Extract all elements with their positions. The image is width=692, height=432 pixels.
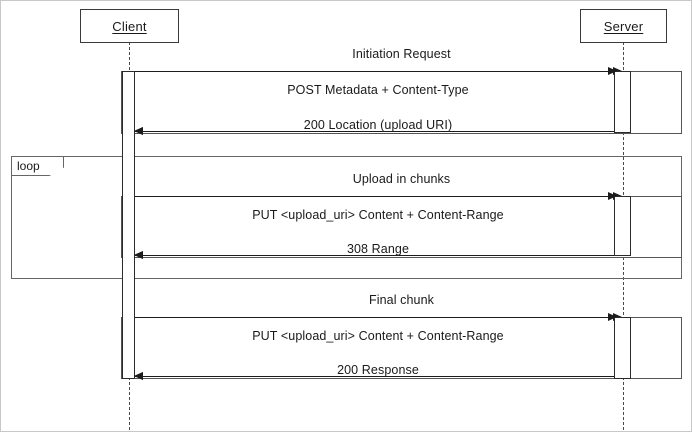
message-line-put-chunk bbox=[134, 196, 622, 197]
participant-box-client[interactable]: Client bbox=[80, 9, 179, 43]
section-caption-initiation: Initiation Request bbox=[352, 47, 451, 61]
arrowhead-overlay-308-range bbox=[134, 251, 143, 259]
fragment-operator-label: loop bbox=[17, 159, 40, 173]
message-label-308-range: 308 Range bbox=[346, 242, 410, 256]
arrowhead-overlay-put-chunk bbox=[608, 192, 617, 200]
section-caption-upload-chunks: Upload in chunks bbox=[352, 172, 451, 186]
message-label-200-response: 200 Response bbox=[337, 363, 419, 377]
message-line-200-response bbox=[134, 376, 614, 377]
arrowhead-overlay-200-response bbox=[134, 372, 143, 380]
message-line-308-range bbox=[134, 255, 614, 256]
message-label-put-chunk: PUT <upload_uri> Content + Content-Range bbox=[252, 208, 504, 222]
activation-bar-client bbox=[122, 71, 135, 379]
arrowhead-overlay-200-location bbox=[134, 127, 143, 135]
arrowhead-overlay-post-metadata bbox=[608, 67, 617, 75]
participant-box-server[interactable]: Server bbox=[580, 9, 667, 43]
message-label-200-location: 200 Location (upload URI) bbox=[303, 118, 453, 132]
message-line-put-final bbox=[134, 317, 622, 318]
message-line-post-metadata bbox=[134, 71, 622, 72]
activation-bar-server-chunk bbox=[614, 196, 631, 256]
activation-bar-server-final bbox=[614, 317, 631, 379]
arrowhead-overlay-put-final bbox=[608, 313, 617, 321]
section-caption-final-chunk: Final chunk bbox=[368, 293, 435, 307]
message-label-post-metadata: POST Metadata + Content-Type bbox=[287, 83, 469, 97]
participant-label-client: Client bbox=[112, 18, 147, 34]
fragment-operator-tab: loop bbox=[12, 157, 64, 176]
participant-label-server: Server bbox=[603, 18, 644, 34]
activation-bar-server-initiation bbox=[614, 71, 631, 133]
message-label-put-final: PUT <upload_uri> Content + Content-Range bbox=[252, 329, 504, 343]
message-line-200-location bbox=[134, 131, 614, 132]
